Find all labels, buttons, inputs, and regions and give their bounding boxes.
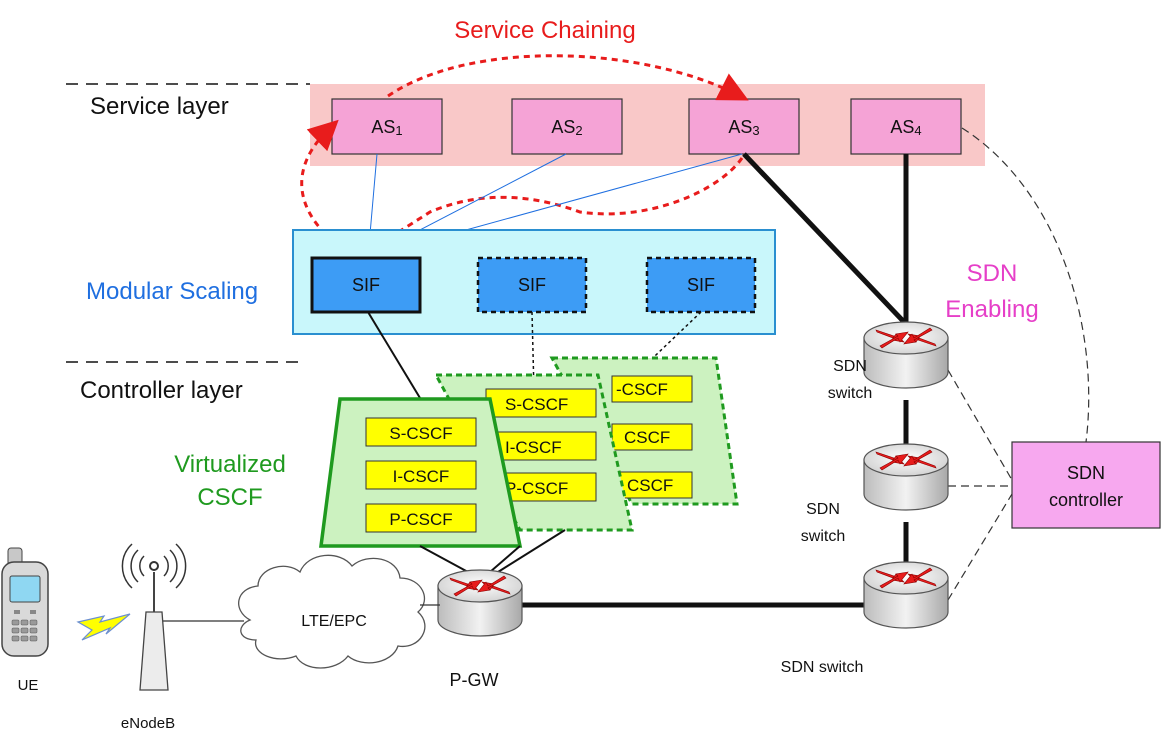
as-box-2[interactable]: AS2 bbox=[511, 98, 623, 155]
sif-box-scaled-3[interactable]: SIF bbox=[645, 256, 757, 314]
pgw-label: P-GW bbox=[450, 670, 499, 690]
cscf-back-item-1: -CSCF bbox=[616, 380, 668, 399]
sif-box-scaled-2[interactable]: SIF bbox=[476, 256, 588, 314]
sif-label: SIF bbox=[352, 275, 380, 295]
sdn-switch-label: SDN bbox=[833, 358, 867, 375]
cscf-back-item-3: CSCF bbox=[627, 476, 673, 495]
p-cscf-label: P-CSCF bbox=[389, 510, 452, 529]
mobile-phone-icon bbox=[1, 547, 49, 657]
switch1-controller-dashed-link bbox=[947, 369, 1013, 481]
router-icon bbox=[863, 561, 949, 629]
svg-text:AS1: AS1 bbox=[371, 117, 402, 138]
cscf-instance-active[interactable]: S-CSCF I-CSCF P-CSCF bbox=[319, 397, 523, 548]
cscf-front-pgw-link bbox=[419, 545, 469, 573]
sdn-controller-label: controller bbox=[1049, 490, 1123, 510]
cscf-mid-pgw-link bbox=[489, 545, 521, 573]
sdn-enabling-label-1: SDN bbox=[967, 260, 1018, 287]
as-name: AS bbox=[551, 117, 575, 137]
cscf-mid-item-1: S-CSCF bbox=[505, 395, 568, 414]
sif-label: SIF bbox=[687, 275, 715, 295]
sdn-controller-box[interactable]: SDN controller bbox=[1011, 441, 1161, 529]
as-name: AS bbox=[728, 117, 752, 137]
s-cscf-label: S-CSCF bbox=[389, 424, 452, 443]
sdn-controller-label: SDN bbox=[1067, 463, 1105, 483]
as4-controller-dashed-link bbox=[961, 127, 1090, 443]
as-box-1[interactable]: AS1 bbox=[331, 98, 443, 155]
switch3-controller-dashed-link bbox=[947, 493, 1013, 601]
virtualized-cscf-label-1: Virtualized bbox=[174, 451, 286, 478]
sdn-switch-label: switch bbox=[801, 528, 845, 545]
as3-sdn-switch-link bbox=[742, 152, 907, 325]
sdn-switch-2[interactable]: SDN switch bbox=[801, 443, 949, 545]
sdn-switch-label: switch bbox=[828, 385, 872, 402]
pgw-router[interactable]: P-GW bbox=[437, 569, 523, 690]
as-subscript: 3 bbox=[752, 123, 759, 138]
svg-text:AS4: AS4 bbox=[890, 117, 921, 138]
lte-epc-label: LTE/EPC bbox=[301, 613, 367, 630]
router-icon bbox=[863, 443, 949, 511]
cscf-mid-item-2: I-CSCF bbox=[505, 438, 562, 457]
as-box-4[interactable]: AS4 bbox=[850, 98, 962, 155]
as-name: AS bbox=[890, 117, 914, 137]
service-layer-label: Service layer bbox=[90, 93, 229, 120]
as-box-3[interactable]: AS3 bbox=[688, 98, 800, 155]
sdn-switch-1[interactable]: SDN switch bbox=[828, 321, 949, 402]
chaining-arrow-as1-to-as3 bbox=[387, 54, 749, 101]
svg-text:AS2: AS2 bbox=[551, 117, 582, 138]
cscf-back-item-2: CSCF bbox=[624, 428, 670, 447]
sif-box-active[interactable]: SIF bbox=[310, 256, 422, 314]
controller-layer-label: Controller layer bbox=[80, 377, 243, 404]
router-icon bbox=[863, 321, 949, 389]
cloud-icon: LTE/EPC bbox=[238, 554, 426, 669]
svg-text:AS3: AS3 bbox=[728, 117, 759, 138]
virtualized-cscf-label-2: CSCF bbox=[197, 484, 262, 511]
as-name: AS bbox=[371, 117, 395, 137]
sdn-switch-3[interactable]: SDN switch bbox=[781, 561, 949, 676]
router-icon bbox=[437, 569, 523, 637]
lightning-icon bbox=[76, 613, 131, 641]
sdn-switch-label: SDN bbox=[806, 501, 840, 518]
modular-scaling-label: Modular Scaling bbox=[86, 278, 258, 305]
as-subscript: 2 bbox=[575, 123, 582, 138]
cscf-mid2-pgw-link bbox=[497, 529, 566, 573]
ue-label: UE bbox=[18, 677, 39, 694]
sif1-cscf-link bbox=[367, 311, 421, 399]
service-chaining-title: Service Chaining bbox=[454, 17, 635, 44]
enodeb-label: eNodeB bbox=[121, 715, 175, 732]
chaining-arrow-as3-to-sif bbox=[360, 157, 744, 260]
cscf-mid-item-3: P-CSCF bbox=[505, 479, 568, 498]
as-subscript: 4 bbox=[914, 123, 921, 138]
i-cscf-label: I-CSCF bbox=[393, 467, 450, 486]
sdn-enabling-label-2: Enabling bbox=[945, 296, 1038, 323]
cell-tower-icon bbox=[121, 543, 187, 691]
sif-label: SIF bbox=[518, 275, 546, 295]
sdn-switch-label: SDN switch bbox=[781, 659, 864, 676]
as-subscript: 1 bbox=[395, 123, 402, 138]
